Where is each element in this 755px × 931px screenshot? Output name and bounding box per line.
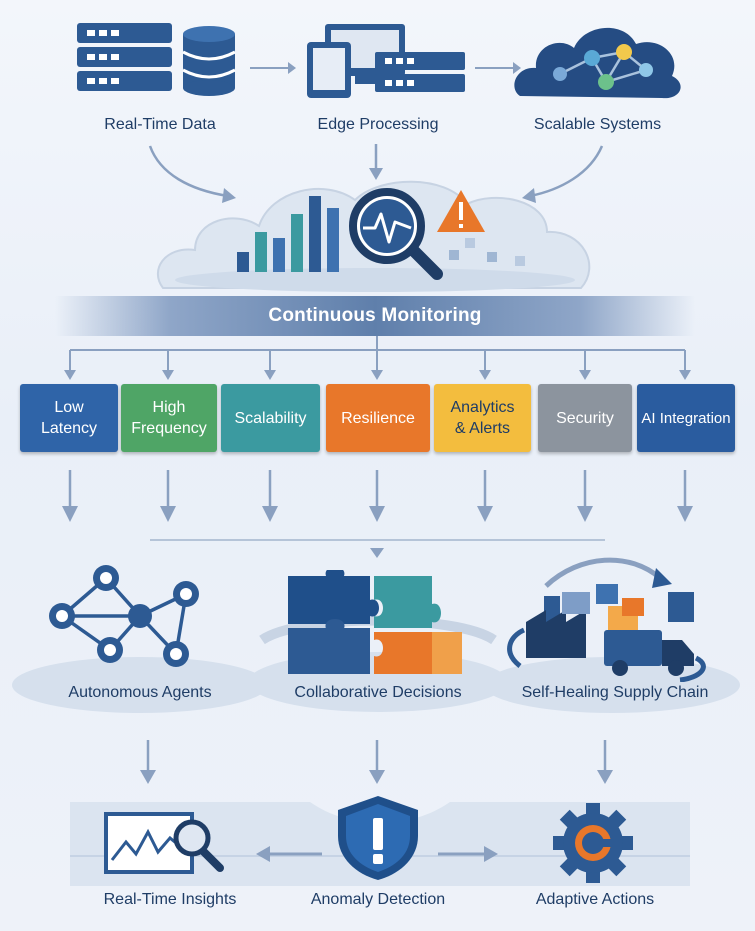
puzzle-icon xyxy=(288,570,462,674)
feature-label: High Frequency xyxy=(131,399,207,437)
feature-box-analytics-alerts: Analytics & Alerts xyxy=(434,384,531,452)
network-nodes-icon xyxy=(49,565,199,667)
outcome-down-arrows xyxy=(140,740,613,784)
feature-label: AI Integration xyxy=(641,409,731,427)
arrow-right-icon xyxy=(475,62,521,74)
feature-box-high-frequency: High Frequency xyxy=(121,384,217,452)
server-database-icon xyxy=(77,23,236,96)
outcome-label-real-time-insights: Real-Time Insights xyxy=(103,891,237,908)
capability-label-autonomous-agents: Autonomous Agents xyxy=(68,684,212,701)
shield-alert-icon xyxy=(338,796,418,880)
edge-devices-icon xyxy=(307,24,465,98)
warning-icon xyxy=(437,190,485,232)
source-label-edge-processing: Edge Processing xyxy=(317,116,439,133)
continuous-monitoring-banner: Continuous Monitoring xyxy=(55,296,695,336)
outcome-label-anomaly-detection: Anomaly Detection xyxy=(310,891,446,908)
feature-box-scalability: Scalability xyxy=(221,384,320,452)
distribution-lines xyxy=(64,336,691,380)
feature-label: Low Latency xyxy=(40,399,98,437)
bar-chart-icon xyxy=(237,196,339,272)
feature-down-arrows xyxy=(62,470,693,558)
outcome-label-adaptive-actions: Adaptive Actions xyxy=(535,891,655,908)
arrow-right-icon xyxy=(250,62,296,74)
magnifier-pulse-icon xyxy=(349,188,443,280)
source-label-scalable-systems: Scalable Systems xyxy=(533,116,662,133)
factory-truck-icon xyxy=(507,557,706,682)
monitoring-cloud xyxy=(157,180,591,292)
feature-box-low-latency: Low Latency xyxy=(20,384,118,452)
feature-label: Resilience xyxy=(341,409,415,427)
feature-box-resilience: Resilience xyxy=(326,384,430,452)
feature-label: Analytics & Alerts xyxy=(450,399,515,437)
gear-icon xyxy=(553,803,633,883)
feature-box-security: Security xyxy=(538,384,632,452)
capability-label-self-healing-supply-chain: Self-Healing Supply Chain xyxy=(521,684,709,701)
feature-box-ai-integration: AI Integration xyxy=(637,384,735,452)
feature-label: Scalability xyxy=(234,409,307,427)
source-label-real-time-data: Real-Time Data xyxy=(104,116,216,133)
converging-arrows xyxy=(148,144,604,203)
banner-title: Continuous Monitoring xyxy=(268,305,482,326)
feature-label: Security xyxy=(556,409,614,427)
cloud-network-icon xyxy=(514,27,681,99)
chart-magnifier-icon xyxy=(104,812,224,874)
capability-label-collaborative-decisions: Collaborative Decisions xyxy=(294,684,462,701)
